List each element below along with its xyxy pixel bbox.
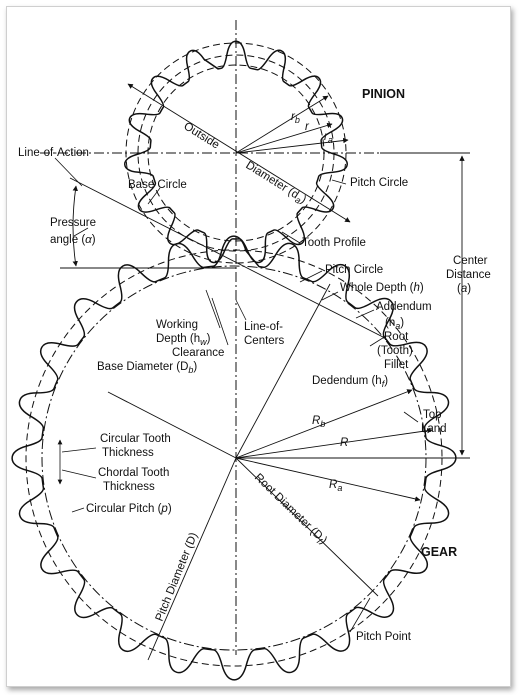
- center-distance-label-3: (a): [457, 283, 471, 295]
- gear-radius-to-pitch: [235, 283, 331, 459]
- base-diameter-line: [107, 391, 237, 459]
- line-of-action-label: Line-of-Action: [18, 147, 89, 159]
- r-label: r: [305, 121, 310, 133]
- root-fillet-label-1: Root: [384, 331, 409, 343]
- root-diameter-label: Root Diameter (Df): [251, 472, 330, 549]
- rb-label: rb: [291, 111, 300, 125]
- Ra-label: Ra: [329, 479, 342, 493]
- r-radius: [235, 122, 333, 154]
- addendum-symbol: (ha): [385, 317, 404, 331]
- pitch-circle-mid-label: Pitch Circle: [325, 264, 383, 276]
- top-land-label-1: Top: [423, 409, 442, 421]
- circular-thickness-label-1: Circular Tooth: [100, 433, 171, 445]
- Rb-radius: [235, 389, 413, 459]
- ra-radius: [235, 137, 349, 154]
- circular-pitch-label: Circular Pitch (p): [86, 503, 172, 515]
- R-radius: [235, 428, 433, 459]
- line-of-action: [69, 177, 386, 339]
- top-land-label-2: Land: [421, 423, 447, 435]
- root-fillet-label-2: (Tooth): [377, 345, 413, 357]
- center-distance-label-1: Center: [453, 255, 488, 267]
- ra-label: ra: [324, 131, 333, 145]
- whole-depth-label: Whole Depth (h): [340, 282, 424, 294]
- pinion-label: PINION: [362, 87, 405, 101]
- Ra-radius: [235, 457, 421, 502]
- outside-label: Outside: [181, 120, 221, 151]
- diameter-da-label: Diameter (da): [242, 159, 308, 207]
- addendum-label: Addendum: [376, 301, 432, 313]
- pitch-point-label: Pitch Point: [356, 631, 412, 643]
- working-depth-label-2: Depth (hw): [156, 333, 211, 347]
- line-of-centers-label-2: Centers: [244, 335, 285, 347]
- working-depth-label-1: Working: [156, 319, 198, 331]
- base-circle-label: Base Circle: [128, 179, 187, 191]
- circular-thickness-label-2: Thickness: [102, 447, 154, 459]
- line-of-centers-label-1: Line-of-: [244, 321, 283, 333]
- pitch-diameter-line: [147, 457, 237, 661]
- root-fillet-label-3: Fillet: [384, 359, 409, 371]
- pitch-diameter-label: Pitch Diameter (D): [154, 531, 201, 623]
- dedendum-label: Dedendum (hf): [312, 375, 388, 389]
- pressure-angle-label-1: Pressure: [50, 217, 96, 229]
- center-distance-label-2: Distance: [446, 269, 491, 281]
- chordal-thickness-label-1: Chordal Tooth: [98, 467, 169, 479]
- chordal-thickness-label-2: Thickness: [103, 481, 155, 493]
- pressure-angle-label-2: angle (α): [50, 234, 96, 246]
- R-label: R: [340, 437, 348, 449]
- clearance-label: Clearance: [172, 347, 224, 359]
- pitch-circle-top-label: Pitch Circle: [350, 177, 408, 189]
- pressure-angle-arc: [72, 185, 78, 267]
- rb-radius: [235, 95, 329, 154]
- Rb-label: Rb: [312, 415, 325, 429]
- gear-label: GEAR: [421, 545, 457, 559]
- root-diameter-line: [235, 457, 379, 597]
- leader-lines: [54, 157, 419, 633]
- gear-tooth-outline: [11, 235, 457, 681]
- base-diameter-label: Base Diameter (Db): [97, 361, 197, 375]
- tooth-profile-label: Tooth Profile: [302, 237, 366, 249]
